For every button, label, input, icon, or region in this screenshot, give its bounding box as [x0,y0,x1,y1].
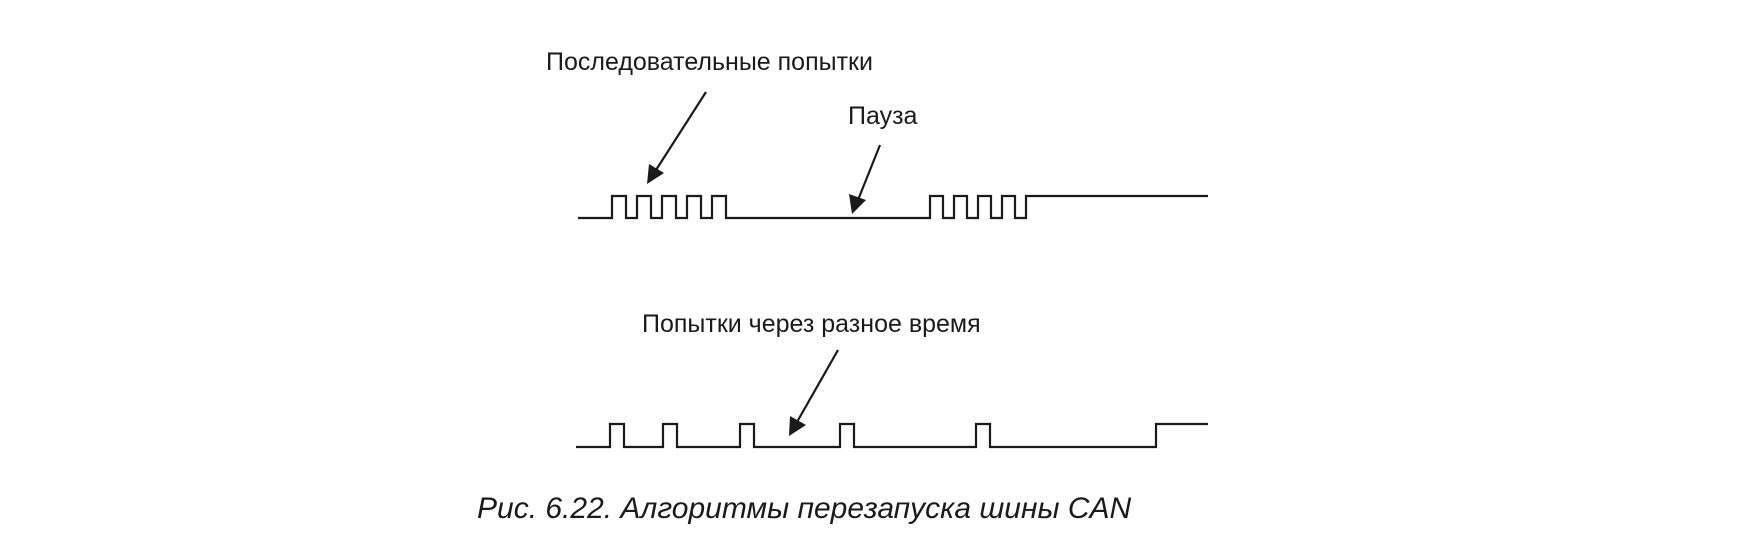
label-attempts-different-time: Попытки через разное время [642,310,981,338]
figure-caption: Рис. 6.22. Алгоритмы перезапуска шины CA… [477,492,1132,525]
arrow-attempts-different-time [789,349,839,436]
arrow-pause [849,144,882,214]
waveform-varying-attempts [576,422,1208,449]
waveform-consecutive-attempts [578,194,1208,220]
label-consecutive-attempts: Последовательные попытки [546,48,873,76]
label-pause: Пауза [848,102,918,130]
arrow-consecutive-attempts [647,91,707,184]
